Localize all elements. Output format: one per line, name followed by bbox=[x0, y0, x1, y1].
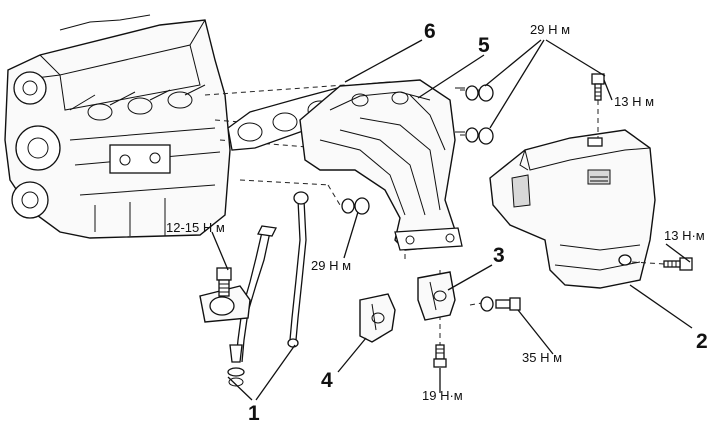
engine-block bbox=[4, 14, 231, 239]
callout-4: 4 bbox=[321, 369, 333, 392]
callout-1: 1 bbox=[248, 402, 260, 425]
torque-dipstick-bolt: 12-15 Н м bbox=[166, 220, 225, 235]
bracket-bolts bbox=[433, 296, 521, 368]
callout-5: 5 bbox=[478, 34, 490, 57]
dipstick bbox=[287, 191, 309, 348]
leader-lines bbox=[211, 39, 693, 401]
bracket-4 bbox=[359, 293, 396, 343]
torque-manifold-nuts-lower: 29 Н м bbox=[311, 258, 351, 273]
bracket-3 bbox=[417, 271, 456, 321]
torque-heat-shield-bolt-top: 13 Н м bbox=[614, 94, 654, 109]
torque-bracket-bottom-bolt: 19 Н·м bbox=[422, 388, 463, 403]
manifold-nuts-lower bbox=[341, 197, 370, 215]
dipstick-tube bbox=[199, 225, 277, 387]
callout-3: 3 bbox=[493, 244, 505, 267]
heat-shield-bolt-top bbox=[591, 73, 605, 138]
torque-bracket-bolt: 35 Н м bbox=[522, 350, 562, 365]
manifold-nuts-top bbox=[455, 84, 494, 145]
callout-2: 2 bbox=[696, 330, 708, 353]
callout-6: 6 bbox=[424, 20, 436, 43]
torque-heat-shield-bolt-right: 13 Н·м bbox=[664, 228, 705, 243]
torque-manifold-nuts-top: 29 Н м bbox=[530, 22, 570, 37]
exhaust-manifold bbox=[299, 79, 463, 251]
heat-shield bbox=[489, 129, 656, 289]
